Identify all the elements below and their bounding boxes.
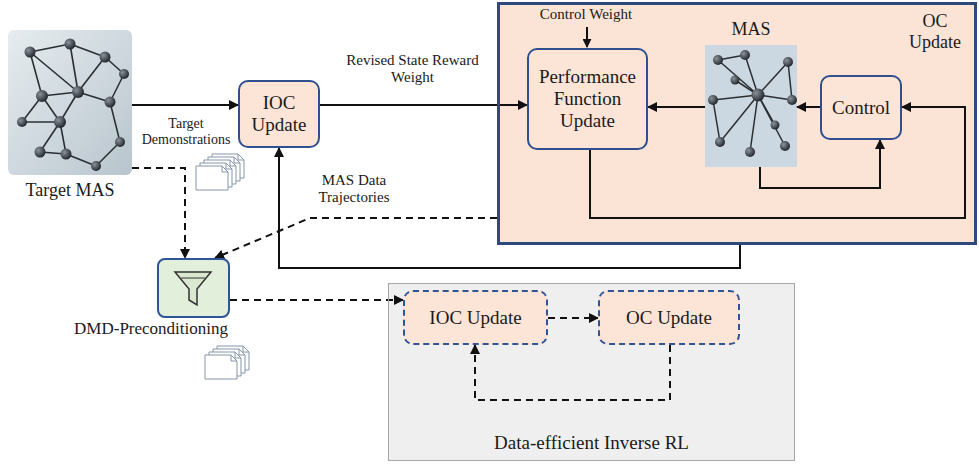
node-label: DMD-Preconditioning — [74, 319, 228, 339]
annotation-label: Target Demonstrations — [140, 116, 232, 148]
panel-fill — [388, 283, 795, 461]
node-label: Performance Function Update — [535, 66, 640, 132]
connector-arrow — [132, 168, 185, 258]
connector-arrow — [648, 106, 705, 108]
connector-arrow — [797, 106, 820, 108]
node-label: OC Update — [902, 11, 968, 52]
process-box: OC Update — [598, 290, 740, 345]
mas-network — [705, 45, 797, 167]
connector-arrow — [320, 104, 527, 106]
node-label: Target MAS — [0, 180, 172, 201]
connector-arrow — [548, 317, 598, 319]
group-panel: OC UpdatePerformance Function Update MAS C… — [497, 2, 977, 245]
document-stack — [196, 154, 244, 190]
group-panel: Data-efficient Inverse RL IOC Update OC Up… — [388, 283, 795, 461]
network-illustration: MAS — [705, 45, 797, 167]
node-label: MAS — [675, 19, 827, 40]
filter-icon — [157, 258, 230, 318]
process-box: Control — [820, 75, 902, 140]
annotation-label: Control Weight — [516, 6, 656, 23]
annotation-label: MAS Data Trajectories — [298, 172, 410, 207]
node-label: OC Update — [626, 307, 712, 329]
connector-arrow — [760, 140, 880, 188]
node-label: Control — [832, 97, 890, 119]
process-box: IOC Update — [403, 290, 548, 345]
panel-fill — [497, 2, 977, 245]
edge-label: Revised State Reward Weight — [345, 52, 480, 87]
target-network — [8, 30, 132, 175]
document-stack — [205, 346, 249, 379]
connector-arrow — [215, 218, 497, 258]
connector-arrow — [475, 345, 670, 400]
node-label: Data-efficient Inverse RL — [389, 432, 794, 454]
connector-arrow — [279, 148, 740, 268]
network-illustration: Target MAS — [8, 30, 132, 175]
process-box: IOC Update — [238, 80, 320, 148]
filter-box: DMD-Preconditioning — [157, 258, 230, 318]
weight-arrow — [586, 27, 588, 47]
node-label: IOC Update — [429, 307, 521, 329]
node-label: IOC Update — [246, 92, 312, 136]
process-box: Performance Function Update — [527, 48, 648, 150]
connector-arrow — [230, 299, 403, 301]
connector-arrow — [132, 104, 238, 106]
